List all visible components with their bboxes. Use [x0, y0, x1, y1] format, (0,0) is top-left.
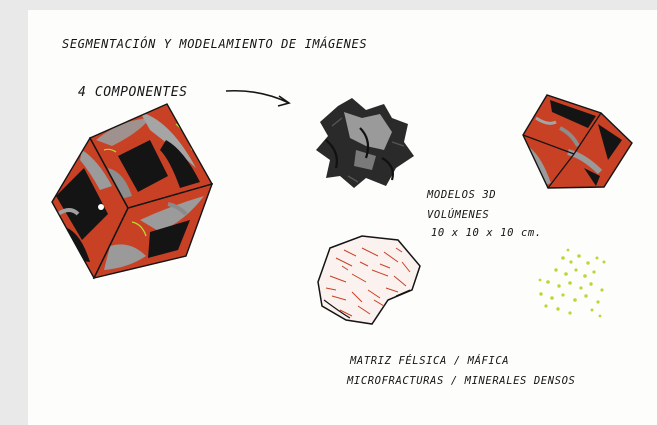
dense-minerals-model — [539, 249, 606, 318]
felsic-matrix-model — [318, 236, 420, 324]
title-text: SEGMENTACIÓN Y MODELAMIENTO DE IMÁGENES — [62, 36, 367, 51]
models-caption-line3: 10 x 10 x 10 cm. — [431, 227, 542, 239]
components-label: 4 COMPONENTES — [78, 85, 188, 100]
models-caption: MODELOS 3D VOLÚMENES 10 x 10 x 10 cm. — [426, 189, 542, 239]
mafic-component-model — [316, 98, 414, 188]
models-caption-line2: VOLÚMENES — [427, 208, 489, 221]
components-legend: MATRIZ FÉLSICA / MÁFICA MICROFRACTURAS /… — [346, 354, 575, 387]
small-rock-cube — [523, 95, 632, 188]
models-caption-line1: MODELOS 3D — [426, 189, 496, 201]
composite-rock-cube — [52, 104, 212, 278]
legend-line2: MICROFRACTURAS / MINERALES DENSOS — [346, 375, 575, 387]
arrow-icon — [226, 91, 289, 106]
legend-line1: MATRIZ FÉLSICA / MÁFICA — [349, 354, 509, 367]
